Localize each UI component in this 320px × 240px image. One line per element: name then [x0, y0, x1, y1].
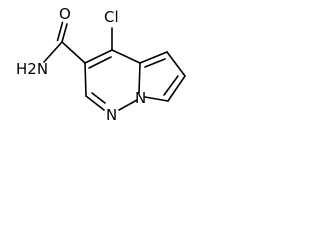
bond-carbonyl-co-1 — [61, 23, 68, 43]
bond-carbonyl-nh2 — [43, 41, 63, 63]
atom-labels: O H2N Cl N N — [16, 5, 146, 124]
bonds — [43, 21, 186, 111]
bond-c4a-c5-inner — [144, 58, 166, 68]
bond-carbonyl-co-2 — [56, 21, 64, 42]
bond-c5-c6 — [166, 51, 186, 77]
bond-c4-c4a — [111, 49, 141, 64]
atom-ring-nitrogen-1: N — [106, 106, 117, 124]
bond-c3-c4-inner — [88, 56, 112, 69]
bond-c6-c7 — [167, 75, 186, 102]
atom-chlorine: Cl — [104, 8, 119, 26]
atom-amide-nitrogen: H2N — [16, 60, 48, 78]
bond-c7-n-bridge — [144, 96, 169, 102]
bond-c6-c7-inner — [163, 75, 179, 96]
bond-c2-c3 — [84, 62, 87, 97]
bond-n1-c2-inner — [91, 92, 106, 104]
bond-n1-c2 — [85, 95, 105, 111]
atom-oxygen: O — [59, 5, 71, 23]
bond-c3-c4 — [84, 49, 113, 64]
bond-c4a-c5 — [139, 51, 168, 64]
chemical-structure-diagram: O H2N Cl N N — [16, 5, 186, 124]
bond-c4a-n-bridge — [138, 62, 141, 94]
atom-ring-nitrogen-2: N — [135, 89, 146, 107]
bond-n-bridge-n1 — [118, 99, 138, 111]
bond-carbonyl-c3 — [61, 41, 86, 64]
